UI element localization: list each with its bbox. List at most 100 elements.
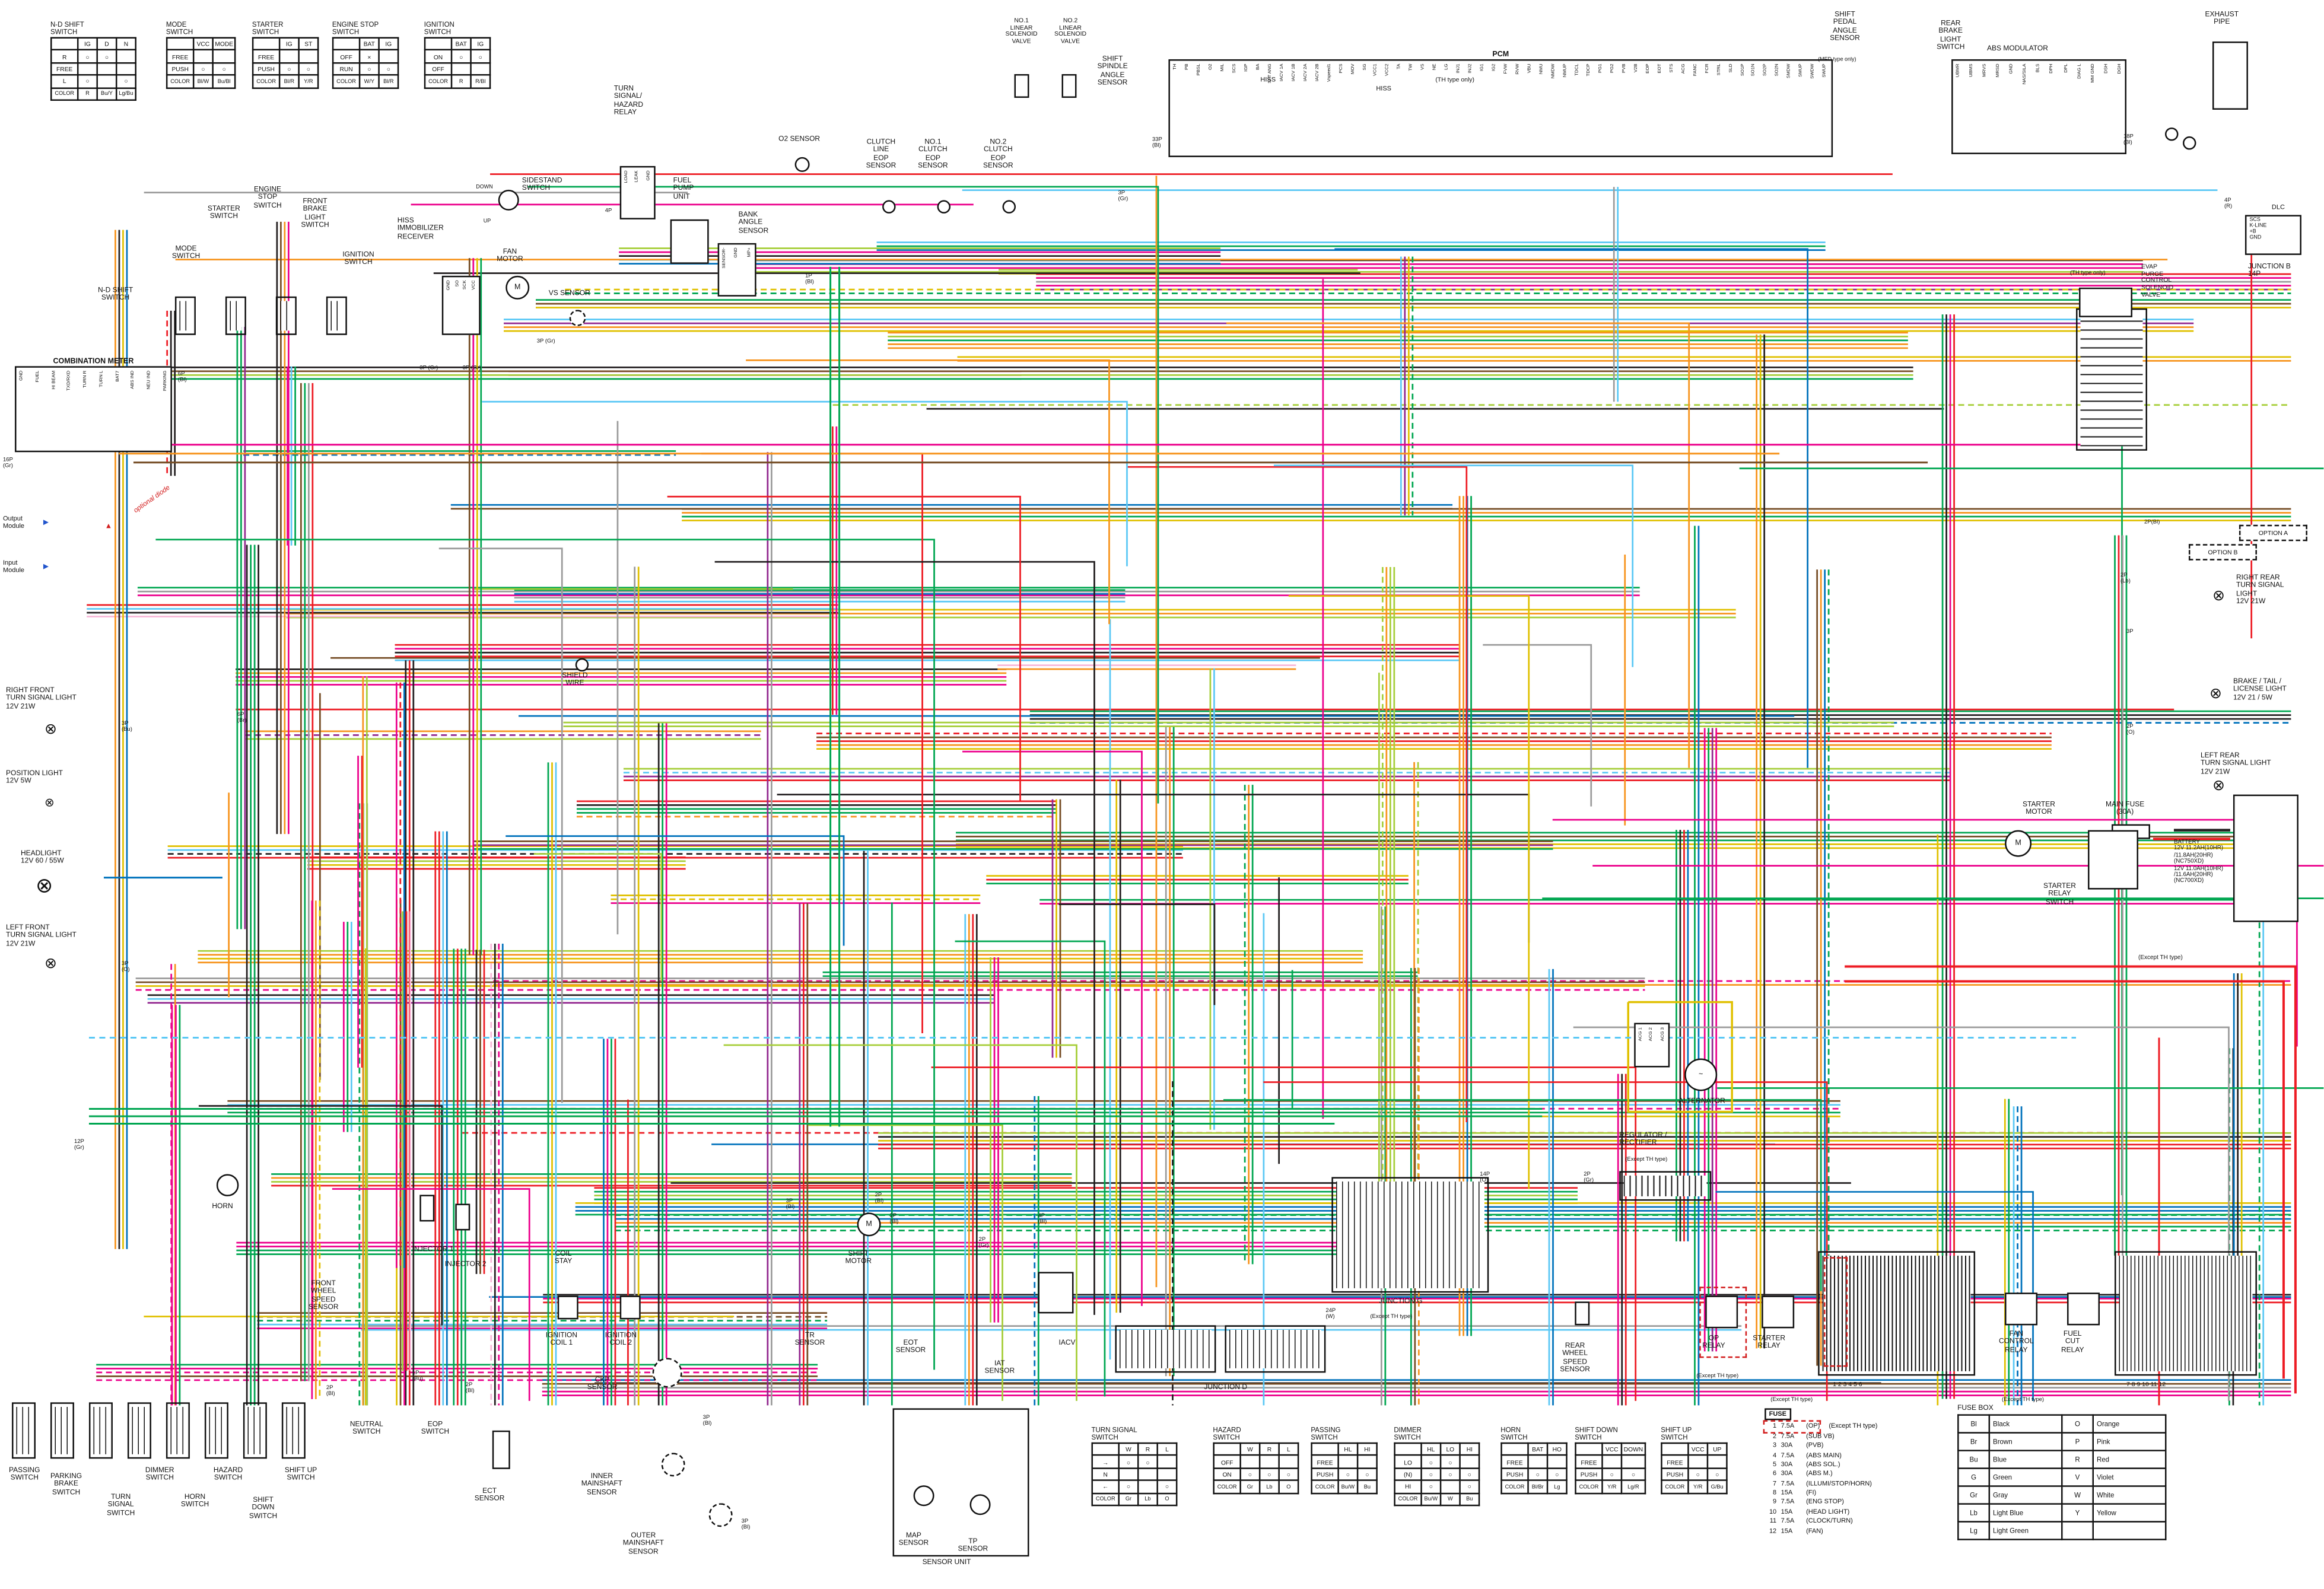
combination-meter-box-label: COMBINATION METER: [53, 357, 134, 367]
engine-stop-switch-label: ENGINE STOP SWITCH: [253, 186, 282, 211]
fuse-number: 9: [1773, 1498, 1777, 1505]
abs-modulator-box-pin: MRSD: [1995, 63, 2001, 78]
contact-cell: →: [1091, 1454, 1120, 1469]
brake-tail-license-label: BRAKE / TAIL / LICENSE LIGHT 12V 21 / 5W: [2233, 679, 2287, 702]
ignition-coil-2-icon: [619, 1295, 641, 1320]
starter-relay-box: [1762, 1295, 1795, 1329]
contact-cell: ○: [378, 62, 399, 77]
fuse-name: (ABS M.): [1806, 1469, 1833, 1477]
fuse-name: (ABS SOL.): [1806, 1460, 1840, 1467]
contact-cell: ○: [1356, 1467, 1378, 1482]
fuse-name: (OP): [1806, 1422, 1820, 1430]
fuse-name: (PVB): [1806, 1441, 1824, 1449]
wire: [808, 1124, 1003, 1401]
no2-solenoid-icon: [1061, 74, 1077, 98]
contact-cell: COLOR: [424, 74, 453, 89]
eot-conn-2p-bl: 2P (Bl): [889, 1212, 899, 1225]
pcm-box-pin: O2: [1207, 63, 1213, 70]
color-code: Gr: [1957, 1485, 1991, 1505]
contact-cell: ON: [1213, 1467, 1241, 1482]
mode-switch-table-title: MODE SWITCH: [166, 20, 193, 36]
abs-modulator-box-pin: MM GND: [2088, 63, 2095, 83]
pcm-box-pin: INJ2: [1467, 63, 1473, 74]
input-module-label: Input Module: [2, 559, 25, 574]
contact-cell: L: [50, 74, 79, 89]
vs-conn-3p-gr: 3P (Gr): [536, 337, 555, 344]
rear-conn-2p-o: 2P (O): [2126, 723, 2135, 736]
contact-cell: [115, 62, 136, 77]
combination-meter-box-pin: TURN L: [97, 370, 104, 387]
injector-1-icon: [419, 1195, 435, 1222]
contact-cell: Bu/Y: [96, 87, 117, 101]
bank-angle-box-pin: SENSOR-: [722, 247, 727, 269]
column-header: [166, 37, 195, 52]
contact-cell: ○: [1258, 1467, 1280, 1482]
nd-shift-switch-label: N-D SHIFT SWITCH: [97, 287, 133, 303]
pcm-box-pin: TH: [1172, 63, 1178, 70]
abs-modulator-box-pin: DIAG L: [2075, 63, 2081, 79]
pcm-box-pin: RVW: [1514, 63, 1521, 75]
fuse-amperage: 15A: [1781, 1507, 1793, 1515]
contact-cell: RUN: [332, 62, 361, 77]
contact-cell: FREE: [1661, 1454, 1689, 1469]
column-header: ST: [298, 37, 319, 52]
sidestand-up-label: UP: [483, 218, 491, 224]
fuse-number: 10: [1769, 1507, 1777, 1515]
o2-heater-icon-2: [2182, 136, 2196, 150]
immobilizer-receiver-box-pin: VCC: [469, 280, 476, 290]
contact-cell: ○: [1118, 1454, 1139, 1469]
wire: [962, 750, 1143, 1306]
fuse-number: 11: [1769, 1517, 1777, 1524]
contact-cell: Bu: [1356, 1479, 1378, 1494]
column-header: R: [1258, 1442, 1280, 1457]
color-name: Violet: [2092, 1467, 2167, 1487]
contact-cell: ○: [1620, 1467, 1646, 1482]
wire: [332, 1188, 530, 1401]
neutral-conn-1p-bu: 1P (Bu): [412, 1370, 423, 1382]
iacv-conn-4p-bl: 4P (Bl): [1038, 1212, 1047, 1225]
contact-cell: [115, 49, 136, 64]
contact-cell: ○: [1156, 1479, 1178, 1494]
contact-cell: COLOR: [1575, 1479, 1603, 1494]
pcm-box-pin: SO2P: [1762, 63, 1769, 77]
switch-conn-5: [166, 1402, 190, 1459]
alternator-circle: ~: [1684, 1058, 1718, 1091]
contact-cell: [1137, 1479, 1158, 1494]
pcm-box-pin: MOV: [1349, 63, 1355, 75]
immobilizer-receiver-box-pin: GND: [446, 280, 451, 291]
contact-cell: [1620, 1454, 1646, 1469]
hazard-switch-table-title: HAZARD SWITCH: [1213, 1426, 1241, 1441]
contact-cell: [1156, 1467, 1178, 1482]
tp-sensor-icon: [969, 1494, 991, 1515]
iacv-box: [1038, 1272, 1074, 1314]
contact-cell: [1687, 1454, 1709, 1469]
contact-cell: Bl/W: [192, 74, 214, 89]
wire: [955, 940, 1106, 1397]
input-module-arrow-icon: ►: [41, 563, 50, 572]
abs-modulator-box-pin: DSH: [2102, 63, 2109, 74]
color-name: White: [2092, 1485, 2167, 1505]
ignition-coil-1-label: IGNITION COIL 1: [545, 1332, 578, 1348]
ckp-sensor-label: CKP SENSOR: [587, 1377, 618, 1393]
ckp-gear-icon: [652, 1358, 682, 1388]
column-header: D: [96, 37, 117, 52]
fan-control-relay-box: [2005, 1292, 2038, 1326]
contact-cell: COLOR: [1661, 1479, 1689, 1494]
contact-cell: Bu/W: [1420, 1492, 1442, 1507]
contact-cell: R: [77, 87, 98, 101]
contact-cell: [1527, 1454, 1549, 1469]
pcm-box-pin: FCR: [1703, 63, 1709, 74]
contact-cell: [1356, 1454, 1378, 1469]
fuse-amperage: 7.5A: [1781, 1479, 1795, 1486]
column-header: [50, 37, 79, 52]
injector-2-label: INJECTOR 2: [444, 1261, 487, 1269]
column-header: N: [115, 37, 136, 52]
